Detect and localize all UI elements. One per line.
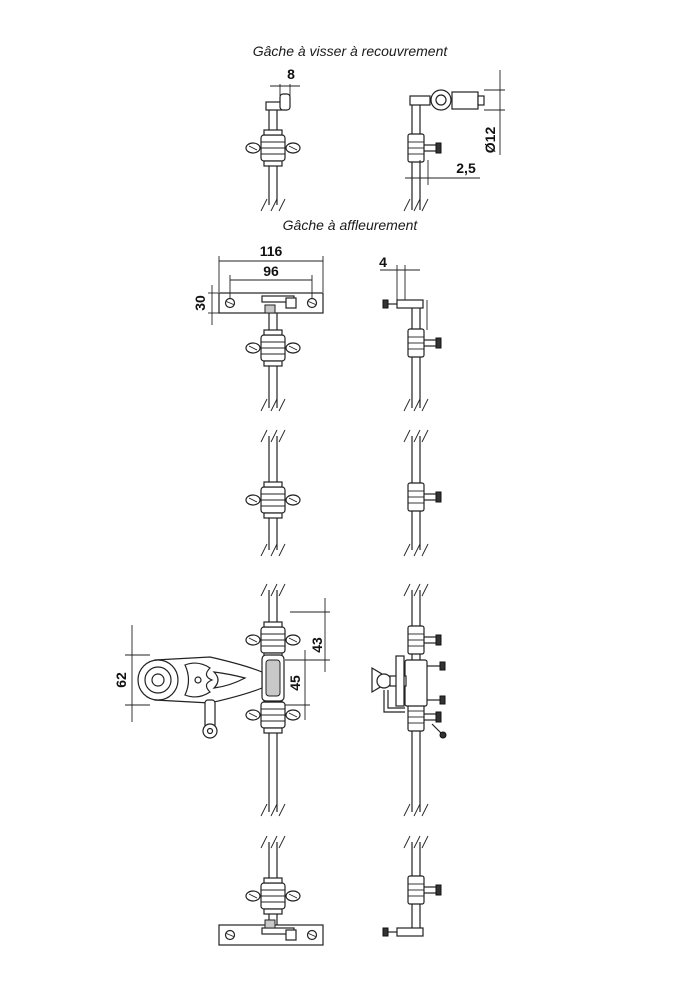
flush-strike-side-view xyxy=(382,299,442,412)
handle-assembly-side xyxy=(371,583,447,817)
screw-strike-front-view xyxy=(245,93,301,212)
dimension-43: 43 xyxy=(290,598,330,672)
dimension-30: 30 xyxy=(192,285,219,325)
dimension-45: 45 xyxy=(285,650,310,720)
dimension-2-5: 2,5 xyxy=(405,160,480,185)
dim-label-62: 62 xyxy=(113,672,129,688)
handle-assembly-front xyxy=(137,583,301,817)
flush-strike-front-view xyxy=(218,292,324,412)
dimension-62: 62 xyxy=(113,625,150,722)
dimension-96: 96 xyxy=(229,263,313,298)
middle-rod-side xyxy=(403,429,442,557)
dim-label-45: 45 xyxy=(287,675,303,691)
dim-label-116: 116 xyxy=(260,243,283,259)
dimension-4: 4 xyxy=(379,254,420,300)
bottom-strike-side xyxy=(382,835,442,937)
dimension-8: 8 xyxy=(270,66,300,96)
caption-flush-strike: Gâche à affleurement xyxy=(283,217,419,233)
dim-label-8: 8 xyxy=(287,66,295,82)
dim-label-43: 43 xyxy=(309,637,325,653)
middle-rod-front xyxy=(245,429,301,557)
dimension-d12: Ø12 xyxy=(482,70,505,155)
dimension-116: 116 xyxy=(218,243,324,292)
espagnolette-handle xyxy=(137,656,263,739)
dim-label-d12: Ø12 xyxy=(482,127,498,154)
bottom-strike-front xyxy=(218,835,324,946)
dim-label-96: 96 xyxy=(263,263,279,279)
caption-screw-strike: Gâche à visser à recouvrement xyxy=(253,43,449,59)
screw-strike-side-view xyxy=(403,89,485,212)
dim-label-30: 30 xyxy=(192,295,208,311)
dim-label-2-5: 2,5 xyxy=(456,160,476,176)
dim-label-4: 4 xyxy=(379,254,387,270)
